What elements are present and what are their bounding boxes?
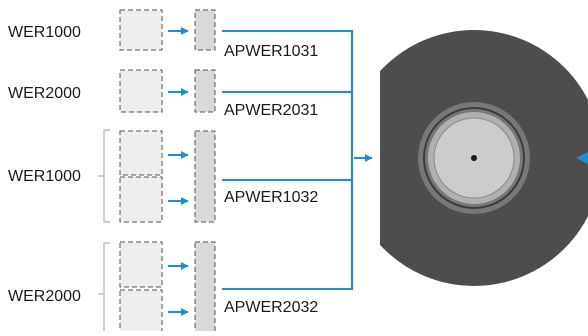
source-label-3: WER1000 — [8, 168, 81, 185]
source-label-2: WER2000 — [8, 85, 81, 102]
adapter-1 — [194, 9, 216, 51]
adapter-4 — [194, 241, 216, 336]
source-module-1 — [119, 9, 163, 51]
adapter-2 — [194, 69, 216, 113]
source-module-4b — [119, 289, 163, 336]
adapter-label-3: APWER1032 — [224, 189, 318, 206]
connector-ring-edge — [423, 107, 525, 209]
source-label-4: WER2000 — [8, 288, 81, 305]
bus-line — [222, 30, 353, 290]
source-module-3a — [119, 130, 163, 176]
source-module-2 — [119, 69, 163, 113]
connector-center-dot — [471, 155, 477, 161]
source-label-1: WER1000 — [8, 24, 81, 41]
adapter-label-1: APWER1031 — [224, 43, 318, 60]
adapter-label-2: APWER2031 — [224, 102, 318, 119]
adapter-3 — [194, 130, 216, 223]
source-module-3b — [119, 176, 163, 223]
right-input-arrow-icon — [576, 152, 588, 164]
adapter-label-4: APWER2032 — [224, 299, 318, 316]
bracket-4 — [98, 242, 110, 331]
bracket-3 — [98, 129, 110, 223]
source-module-4a — [119, 241, 163, 288]
